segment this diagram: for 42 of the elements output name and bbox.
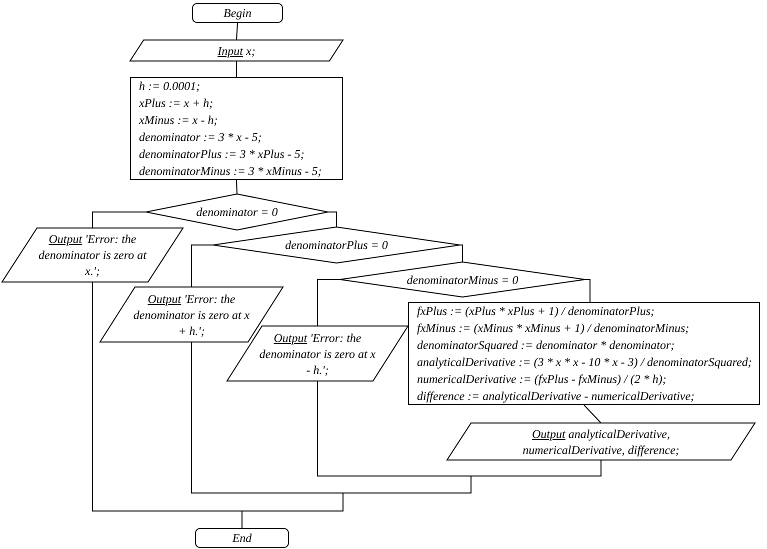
code-line: analyticalDerivative := (3 * x * x - 10 * x - 3) / denominatorSquared; [417,354,752,370]
node-text: Output 'Error: the denominator is zero at x + h.'; [132,290,250,338]
connector-line [236,60,237,78]
io-parallelogram [2,228,183,282]
io-parallelogram [447,423,755,460]
connector-line [328,212,337,228]
connector-line [191,244,214,288]
code-line: difference := analyticalDerivative - numericalDerivative; [417,388,695,404]
code-line: fxPlus := (xPlus * xPlus + 1) / denominatorPlus; [417,302,654,320]
process-box [130,77,343,180]
code-line: denominatorMinus := 3 * xMinus - 5; [139,162,322,180]
node-text: Begin [224,5,252,21]
connector-line [92,212,146,228]
connector-line [236,22,238,40]
node-text: denominatorPlus = 0 [285,237,388,253]
io-parallelogram [227,326,408,381]
node-text: denominator = 0 [196,204,278,220]
code-line: fxMinus := (xMinus * xMinus + 1) / denominatorMinus; [417,320,690,336]
node-text: Output 'Error: the denominator is zero at x - h.'; [258,330,376,378]
terminal-box [195,528,289,548]
decision-diamond [340,262,585,297]
node-text: End [232,530,252,546]
connector-line [460,244,463,262]
code-line: xPlus := x + h; [139,94,214,112]
code-line: xMinus := x - h; [139,112,218,128]
decision-diamond [213,227,460,263]
terminal-box [192,3,283,23]
node-text: Input x; [218,42,256,58]
code-line: denominatorPlus := 3 * xPlus - 5; [139,146,304,162]
node-text: denominatorMinus = 0 [406,272,518,288]
connector-line [584,404,602,424]
connector-line [584,279,590,302]
code-line: h := 0.0001; [139,78,200,94]
connector-line [236,180,238,194]
connector-line [317,279,340,326]
code-line: denominator := 3 * x - 5; [139,128,262,146]
node-text: Output 'Error: the denominator is zero at x.'; [38,231,148,279]
node-text: Output analyticalDerivative, numericalDerivative, difference; [522,426,680,458]
code-line: numericalDerivative := (fxPlus - fxMinus) / (2 * h); [417,370,666,388]
code-line: denominatorSquared := denominator * denominator; [417,336,675,354]
io-parallelogram [130,40,343,61]
decision-diamond [146,194,328,230]
